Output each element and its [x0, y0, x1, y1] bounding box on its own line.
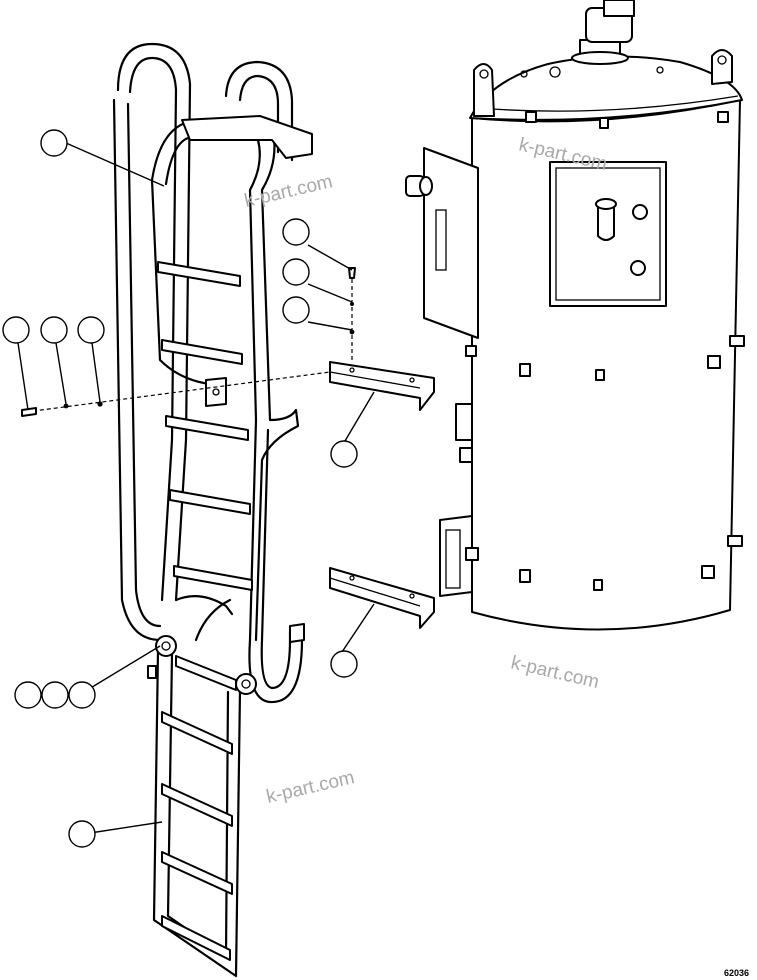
left-handrail-inner	[128, 56, 178, 602]
lower-ladder	[147, 635, 257, 978]
bushing-cap	[595, 198, 617, 210]
tank-body	[471, 99, 741, 631]
frame-brace	[194, 598, 232, 642]
bolt	[21, 407, 37, 417]
bushing-bore	[241, 679, 251, 689]
hinge-bushing-left	[155, 635, 177, 657]
callout-bubble	[77, 316, 105, 344]
tank-clip	[459, 447, 473, 463]
left-side-rail	[112, 98, 162, 642]
lug-hole	[479, 69, 489, 79]
callout-bubble	[330, 650, 358, 678]
dome-fitting	[656, 66, 664, 74]
callout-bubble	[68, 820, 96, 848]
tank-dome	[469, 55, 743, 121]
callout-bubble	[14, 681, 42, 709]
bolt-axis-line	[25, 371, 331, 413]
watermark: k-part.com	[509, 652, 601, 693]
mount-hole	[212, 388, 220, 396]
dome-seam	[477, 95, 739, 112]
left-side-rail-inner	[126, 102, 162, 628]
panel-knob	[630, 260, 646, 276]
mounting-bracket-upper	[329, 361, 435, 411]
frame-mount-tab	[205, 377, 227, 407]
callout-bubbles	[2, 129, 358, 848]
lower-left-rail	[152, 648, 242, 978]
top-bushing	[571, 0, 635, 65]
mounting-bracket-lower	[329, 567, 435, 629]
panel-knob	[632, 204, 648, 220]
tank-assembly	[405, 0, 745, 631]
dome-fitting	[520, 70, 528, 78]
access-panel-inner	[555, 167, 661, 301]
right-handrail-hoop	[224, 60, 294, 162]
lower-rungs	[161, 655, 237, 961]
callout-bubble	[282, 296, 310, 324]
callout-bubble	[2, 316, 30, 344]
vertical-nut	[349, 329, 355, 335]
hinge-pin	[147, 665, 157, 679]
callout-bubble	[41, 681, 69, 709]
tank-tabs	[465, 111, 745, 591]
callout-bubble	[40, 316, 68, 344]
watermark: k-part.com	[264, 767, 356, 808]
callout-bubble	[330, 440, 358, 468]
callout-bubble	[282, 218, 310, 246]
lock-washer	[63, 403, 69, 409]
side-plate-slot	[435, 209, 447, 271]
lifting-lug-left	[473, 63, 495, 117]
right-handrail-inner	[238, 74, 280, 154]
callout-bubble	[40, 129, 68, 157]
bracket-rib	[445, 529, 461, 589]
callout-bubble	[68, 681, 96, 709]
tank-clip	[455, 403, 473, 441]
drawing-code: 62036	[724, 968, 749, 978]
tank-side-bracket	[439, 515, 473, 597]
top-platform-bracket	[181, 115, 313, 159]
hardware	[21, 267, 356, 417]
frame-brace	[174, 595, 234, 616]
callout-bubble	[282, 258, 310, 286]
leader-lines	[17, 142, 375, 834]
panel-bushing	[597, 205, 615, 241]
lower-hook-right-inner	[260, 428, 292, 690]
dome-fitting	[549, 66, 561, 78]
lug-hole	[717, 55, 727, 65]
side-knob-cap	[419, 176, 433, 196]
side-plate	[423, 147, 479, 339]
lower-hook-right	[248, 418, 304, 704]
hinge-bushing-right	[235, 673, 257, 695]
upper-ladder-frame	[112, 42, 313, 704]
side-frame-plate	[150, 120, 300, 642]
side-frame-edge	[150, 178, 212, 386]
vertical-washer	[350, 302, 354, 306]
nut	[97, 401, 103, 407]
bushing-bore	[161, 641, 171, 651]
left-handrail-hoop	[116, 42, 192, 602]
upper-rungs	[157, 261, 253, 591]
hook-end-cap	[289, 623, 305, 643]
lifting-lug-right	[711, 49, 733, 85]
vertical-bolt	[348, 267, 356, 279]
